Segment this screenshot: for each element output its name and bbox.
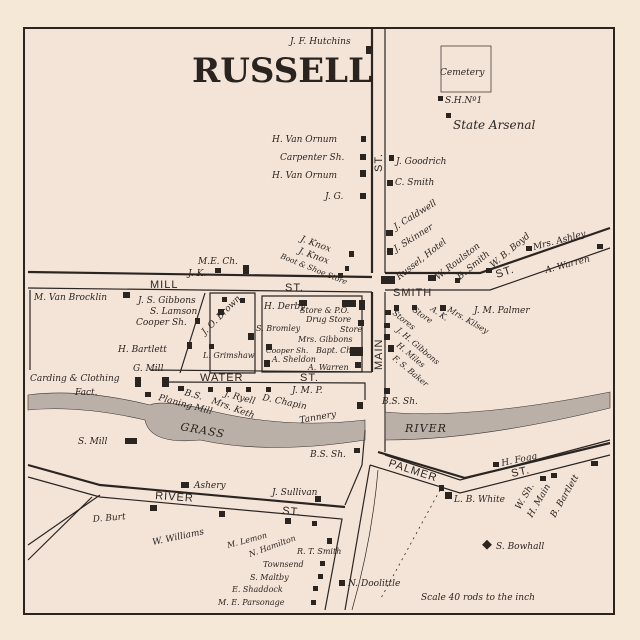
label-bs-shop-2: B.S. Sh. xyxy=(381,397,418,407)
label-s-mill: S. Mill xyxy=(78,437,108,447)
label-fact: Fact. xyxy=(74,388,98,398)
street-river-st: ST. xyxy=(282,505,302,519)
street-river: RIVER xyxy=(155,490,194,505)
label-state-arsenal: State Arsenal xyxy=(453,118,535,132)
label-cooper: Cooper Sh. xyxy=(136,318,187,328)
label-store: Store xyxy=(340,325,362,334)
label-carpenter: Carpenter Sh. xyxy=(280,153,345,163)
label-van-brocklin: M. Van Brocklin xyxy=(33,293,107,303)
buildings xyxy=(123,46,603,605)
label-van-ornum-1: H. Van Ornum xyxy=(271,135,337,145)
street-main: MAIN xyxy=(373,339,385,371)
street-mill: MILL xyxy=(150,279,178,291)
street-smith-st: ST. xyxy=(494,264,516,281)
river-label: RIVER xyxy=(404,422,447,435)
label-grimshaw: L. Grimshaw xyxy=(202,351,255,360)
label-bowhall: S. Bowhall xyxy=(496,542,544,552)
label-lb-white: L. B. White xyxy=(453,495,505,505)
label-carding: Carding & Clothing xyxy=(30,374,120,384)
label-townsend: Townsend xyxy=(263,560,304,569)
street-water: WATER xyxy=(200,372,244,384)
street-smith: SMITH xyxy=(393,287,432,299)
label-store-po: Store & P.O. xyxy=(300,306,349,315)
street-palmer-st: ST. xyxy=(510,464,531,480)
label-sullivan: J. Sullivan xyxy=(270,488,318,498)
label-maltby: S. Maltby xyxy=(250,573,289,582)
map-scale: Scale 40 rods to the inch xyxy=(421,593,535,603)
label-g-mill: G. Mill xyxy=(133,364,164,374)
map-title: RUSSELL xyxy=(192,51,372,91)
label-hutchins: J. F. Hutchins xyxy=(288,37,351,47)
roads xyxy=(27,28,611,611)
label-sh1: S.H.Nº1 xyxy=(445,96,482,106)
label-mrs-gibbons: Mrs. Gibbons xyxy=(297,335,352,344)
label-jg: J. G. xyxy=(323,192,343,202)
label-bs: B.S. xyxy=(182,388,203,403)
street-main-st: ST. xyxy=(373,153,385,172)
label-rt-smith: R. T. Smith xyxy=(296,547,341,556)
label-shaddock: E. Shaddock xyxy=(231,585,283,594)
label-sheldon: A. Sheldon xyxy=(271,355,316,364)
label-cemetery: Cemetery xyxy=(440,68,485,78)
label-c-smith: C. Smith xyxy=(395,178,434,188)
label-js-gibbons: J. S. Gibbons xyxy=(136,296,196,306)
river: GRASS RIVER xyxy=(27,391,611,448)
label-ashery: Ashery xyxy=(193,481,227,491)
street-water-st: ST. xyxy=(300,372,319,384)
label-d-burt: D. Burt xyxy=(91,512,126,525)
label-goodrich: J. Goodrich xyxy=(394,157,446,167)
label-van-ornum-2: H. Van Ornum xyxy=(271,171,337,181)
label-bartlett: H. Bartlett xyxy=(117,345,167,355)
label-bs-shop-1: B.S. Sh. xyxy=(309,450,346,460)
label-cooper-2: Cooper Sh. xyxy=(266,346,308,355)
label-lamson: S. Lamson xyxy=(150,307,197,317)
label-bapt-church: Bapt. Ch. xyxy=(315,346,354,355)
label-doolittle: N. Doolittle xyxy=(347,579,400,589)
label-jmp: J. M. P. xyxy=(290,386,323,396)
label-bromley: S. Bromley xyxy=(256,324,301,333)
label-parsonage: M. E. Parsonage xyxy=(217,598,285,607)
label-jk: J. K. xyxy=(186,269,206,279)
label-me-church: M.E. Ch. xyxy=(197,257,238,267)
label-drug-store: Drug Store xyxy=(305,315,351,324)
label-jm-palmer: J. M. Palmer xyxy=(472,306,530,316)
label-a-warren-2: A. Warren xyxy=(307,363,349,372)
label-derby: H. Derby xyxy=(263,302,306,312)
street-mill-st: ST. xyxy=(285,282,304,294)
